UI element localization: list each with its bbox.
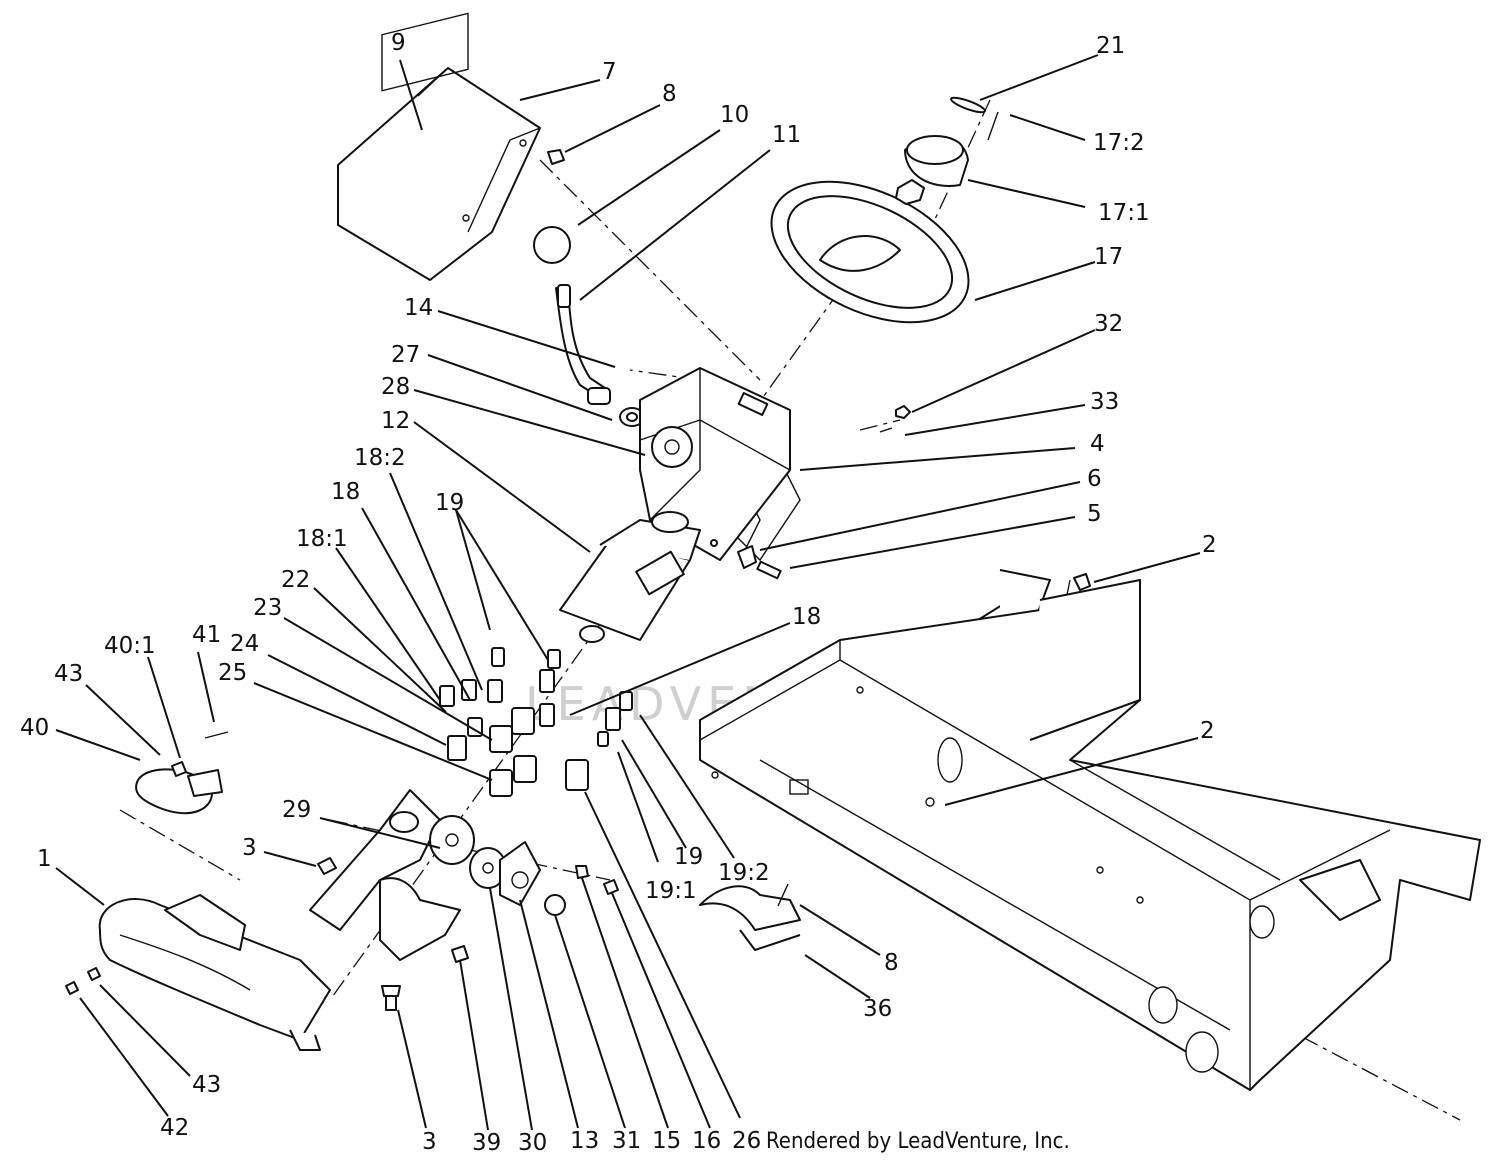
callout-19-2: 19:2 (718, 860, 770, 886)
callout-24: 24 (230, 631, 259, 657)
callout-31: 31 (612, 1128, 641, 1154)
callout-18-1: 18:1 (296, 526, 348, 552)
callout-32: 32 (1094, 311, 1123, 337)
callout-30: 30 (518, 1130, 547, 1156)
callout-19-1: 19:1 (645, 878, 697, 904)
steering-gearbox (559, 511, 701, 643)
shift-lever (533, 226, 611, 405)
callout-6: 6 (1087, 466, 1102, 492)
callout-42: 42 (160, 1115, 189, 1141)
plate-40 (135, 731, 229, 815)
callout-14: 14 (404, 295, 433, 321)
nut-32 (879, 405, 911, 433)
callout-12: 12 (381, 408, 410, 434)
plate-36 (699, 883, 801, 951)
callout-28: 28 (381, 374, 410, 400)
callout-labels: 9 7 8 10 11 21 17:2 17:1 17 32 33 4 6 5 … (20, 30, 1217, 1156)
callout-17-1: 17:1 (1098, 200, 1150, 226)
bushing-27 (619, 407, 645, 427)
bolt-5 (710, 539, 782, 580)
callout-3-left: 3 (242, 835, 257, 861)
callout-18: 18 (331, 479, 360, 505)
screw-8-upper (547, 149, 565, 165)
callout-7: 7 (602, 59, 617, 85)
callout-8-lower: 8 (884, 950, 899, 976)
callout-33: 33 (1090, 389, 1119, 415)
callout-1: 1 (37, 846, 52, 872)
callout-19: 19 (435, 490, 464, 516)
callout-10: 10 (720, 102, 749, 128)
callout-43-lower: 43 (192, 1072, 221, 1098)
callout-5: 5 (1087, 501, 1102, 527)
brake-pedal (98, 894, 331, 1051)
bolt-42 (65, 967, 101, 995)
callout-3-bottom: 3 (422, 1129, 437, 1155)
callout-18-2: 18:2 (354, 445, 406, 471)
washer-21 (950, 96, 999, 141)
callout-8: 8 (662, 81, 677, 107)
callout-41: 41 (192, 622, 221, 648)
credit-text: Rendered by LeadVenture, Inc. (766, 1129, 1070, 1154)
callout-15: 15 (652, 1128, 681, 1154)
callout-26: 26 (732, 1128, 761, 1154)
callout-23: 23 (253, 595, 282, 621)
callout-19-lower: 19 (674, 844, 703, 870)
callout-43-upper: 43 (54, 661, 83, 687)
hub-cap (895, 135, 969, 205)
leader-lines (55, 54, 1201, 1131)
console-cover (337, 12, 541, 281)
callout-25: 25 (218, 660, 247, 686)
main-frame (699, 579, 1481, 1091)
callout-22: 22 (281, 567, 310, 593)
callout-17: 17 (1094, 244, 1123, 270)
callout-2-upper: 2 (1202, 532, 1217, 558)
callout-21: 21 (1096, 33, 1125, 59)
callout-39: 39 (472, 1130, 501, 1156)
callout-9: 9 (391, 30, 406, 56)
pedal-bracket (309, 789, 619, 1011)
hydraulic-fittings (439, 647, 633, 797)
callout-13: 13 (570, 1128, 599, 1154)
callout-17-2: 17:2 (1093, 130, 1145, 156)
callout-2-lower: 2 (1200, 718, 1215, 744)
callout-36: 36 (863, 996, 892, 1022)
callout-18-lower: 18 (792, 604, 821, 630)
callout-40: 40 (20, 715, 49, 741)
callout-27: 27 (391, 342, 420, 368)
callout-11: 11 (772, 122, 801, 148)
callout-4: 4 (1090, 431, 1105, 457)
callout-29: 29 (282, 797, 311, 823)
callout-40-1: 40:1 (104, 633, 156, 659)
callout-16: 16 (692, 1128, 721, 1154)
